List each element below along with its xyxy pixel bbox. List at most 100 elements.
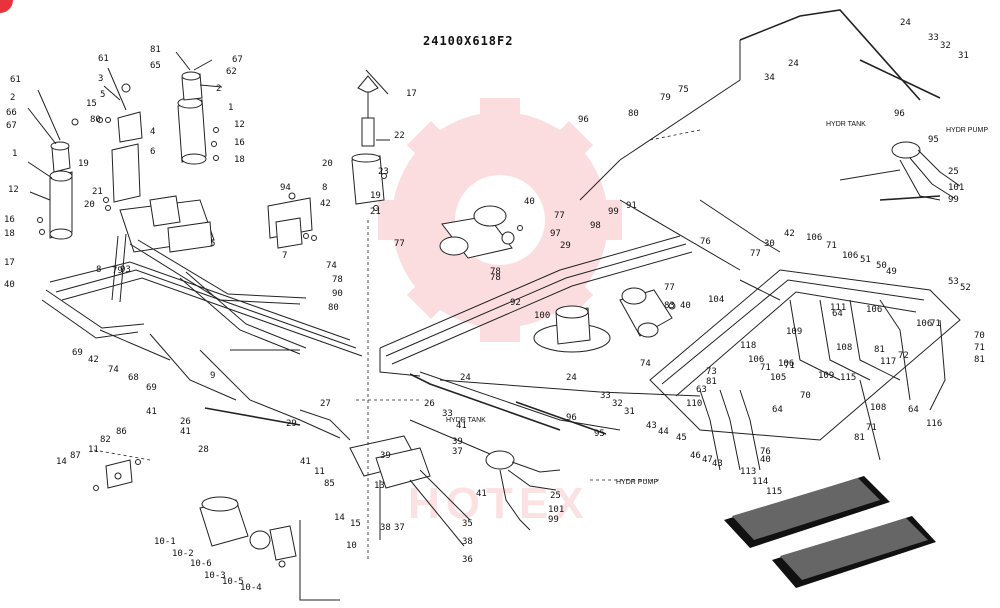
part-label-p115: 109 [818, 371, 834, 381]
part-label-p84: 99 [948, 195, 959, 205]
part-label-p164: 15 [350, 519, 361, 529]
hydr-tank-connector-right [839, 141, 961, 201]
part-label-p112: 71 [760, 363, 771, 373]
part-label-p181: 10-4 [240, 583, 262, 593]
part-label-p65: 99 [608, 207, 619, 217]
part-label-p69: 92 [510, 298, 521, 308]
part-label-p93: 42 [784, 229, 795, 239]
part-label-p110: 73 [706, 367, 717, 377]
part-label-p38: 42 [320, 199, 331, 209]
note-hydr-pump-mid: HYDR PUMP [616, 479, 658, 486]
part-label-p9: 21 [92, 187, 103, 197]
part-label-p100: 53 [948, 277, 959, 287]
part-number-labels: 6135158046192120612666711216181740816567… [4, 18, 985, 593]
control-valve-lower [299, 409, 471, 547]
part-label-p53: 69 [146, 383, 157, 393]
part-label-p97: 51 [860, 255, 871, 265]
hydraulic-pump-right [619, 287, 676, 338]
part-label-p141: 113 [740, 467, 756, 477]
part-label-p133: 46 [690, 451, 701, 461]
part-label-p96: 106 [842, 251, 858, 261]
part-label-p128: 81 [974, 355, 985, 365]
part-label-p122: 117 [880, 357, 896, 367]
part-label-p131: 45 [676, 433, 687, 443]
part-label-p29: 18 [234, 155, 245, 165]
part-label-p35: 20 [322, 159, 333, 169]
part-label-p50: 42 [88, 355, 99, 365]
part-label-p123: 72 [898, 351, 909, 361]
part-label-p91: 77 [750, 249, 761, 259]
part-label-p12: 2 [10, 93, 15, 103]
part-label-p136: 64 [772, 405, 783, 415]
part-label-p36: 94 [280, 183, 291, 193]
part-label-p139: 71 [866, 423, 877, 433]
part-label-p66: 91 [626, 201, 637, 211]
part-label-p158: 99 [548, 515, 559, 525]
part-label-p54: 9 [210, 371, 215, 381]
part-label-p102: 111 [830, 303, 846, 313]
part-label-p99: 49 [886, 267, 897, 277]
part-label-p170: 10 [346, 541, 357, 551]
part-label-p80: 96 [894, 109, 905, 119]
part-label-p179: 10-3 [204, 571, 226, 581]
part-label-p121: 81 [874, 345, 885, 355]
part-label-p117: 70 [800, 391, 811, 401]
part-label-p166: 37 [394, 523, 405, 533]
part-label-p18: 18 [4, 229, 15, 239]
part-label-p25: 2 [216, 84, 221, 94]
part-label-p75: 34 [764, 73, 775, 83]
part-label-p145: 96 [566, 413, 577, 423]
part-label-p3: 5 [100, 90, 105, 100]
part-label-p82: 25 [948, 167, 959, 177]
part-label-p23: 67 [232, 55, 243, 65]
part-label-p169: 36 [462, 555, 473, 565]
part-label-p87: 83 [664, 301, 675, 311]
part-label-p41: 74 [326, 261, 337, 271]
undercarriage-frame [649, 269, 961, 471]
part-label-p137: 76 [760, 447, 771, 457]
part-label-p152: 41 [456, 421, 467, 431]
part-label-p126: 70 [974, 331, 985, 341]
part-label-p147: 33 [600, 391, 611, 401]
part-label-p150: 26 [424, 399, 435, 409]
part-label-p154: 37 [452, 447, 463, 457]
part-label-p151: 33 [442, 409, 453, 419]
part-label-p185: 106 [866, 305, 882, 315]
part-label-p31: 22 [394, 131, 405, 141]
part-label-p6: 4 [150, 127, 155, 137]
part-label-p2: 3 [98, 74, 103, 84]
part-label-p88: 40 [680, 301, 691, 311]
corner-mark [0, 0, 13, 13]
part-label-p167: 35 [462, 519, 473, 529]
part-label-p20: 40 [4, 280, 15, 290]
part-label-p16: 12 [8, 185, 19, 195]
part-label-p125: 71 [930, 319, 941, 329]
part-label-p28: 16 [234, 138, 245, 148]
part-label-p95: 71 [826, 241, 837, 251]
part-label-p174: 87 [70, 451, 81, 461]
hydr-tank-connector-mid [409, 419, 561, 531]
part-label-p107: 71 [784, 361, 795, 371]
valve-block-82 [93, 449, 151, 491]
part-label-p64: 98 [590, 221, 601, 231]
pipe-bundle-center [230, 235, 701, 431]
part-label-p173: 11 [88, 445, 99, 455]
part-label-p7: 6 [150, 147, 155, 157]
part-label-p175: 14 [56, 457, 67, 467]
part-label-p144: 24 [566, 373, 577, 383]
part-label-p162: 13 [374, 481, 385, 491]
part-label-p89: 104 [708, 295, 724, 305]
part-label-p103: 64 [832, 309, 843, 319]
part-label-p118: 108 [870, 403, 886, 413]
part-label-p134: 47 [702, 455, 713, 465]
part-label-p160: 39 [380, 451, 391, 461]
watermark-text: HOTEX [408, 479, 590, 528]
part-label-p149: 31 [624, 407, 635, 417]
part-label-p159: 11 [314, 467, 325, 477]
part-label-p92: 30 [764, 239, 775, 249]
part-label-p4: 15 [86, 99, 97, 109]
part-label-p108: 106 [748, 355, 764, 365]
part-label-p48: 93 [120, 265, 131, 275]
hose-long-upper [579, 9, 941, 271]
hose-lines-mid [99, 329, 607, 439]
